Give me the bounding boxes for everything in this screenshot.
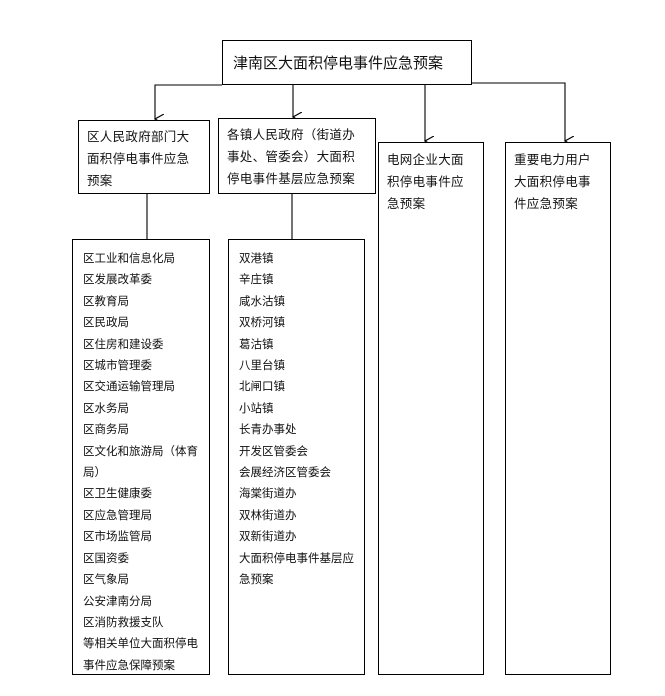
- list-item: 公安津南分局: [83, 593, 152, 608]
- list-item: 区发展改革委: [83, 272, 152, 287]
- list-item: 区教育局: [83, 293, 129, 308]
- dept-list: 区工业和信息化局区发展改革委区教育局区民政局区住房和建设委区城市管理委区交通运输…: [72, 239, 210, 675]
- branch-grid-plan: 电网企业大面积停电事件应急预案: [378, 142, 484, 675]
- branch-town-plan: 各镇人民政府（街道办事处、管委会）大面积停电事件基层应急预案: [218, 118, 376, 194]
- list-item: 区市场监管局: [83, 529, 152, 544]
- list-item: 区国资委: [83, 550, 129, 565]
- list-item: 区气象局: [83, 572, 129, 587]
- list-item: 区应急管理局: [83, 507, 152, 522]
- branch-power-user-plan: 重要电力用户大面积停电事件应急预案: [505, 142, 611, 675]
- list-item: 区城市管理委: [83, 358, 152, 373]
- list-item: 小站镇: [239, 400, 274, 415]
- list-item: 区商务局: [83, 422, 129, 437]
- list-item: 北闸口镇: [239, 379, 285, 394]
- diagram-title: 津南区大面积停电事件应急预案: [222, 40, 472, 85]
- list-item: 会展经济区管委会: [239, 465, 331, 480]
- list-item: 海棠街道办: [239, 486, 297, 501]
- list-item: 大面积停电事件基层应急预案: [239, 550, 354, 587]
- branch-dept-plan: 区人民政府部门大面积停电事件应急预案: [78, 120, 210, 194]
- town-list: 双港镇辛庄镇咸水沽镇双桥河镇葛沽镇八里台镇北闸口镇小站镇长青办事处开发区管委会会…: [228, 239, 365, 675]
- list-item: 双桥河镇: [239, 315, 285, 330]
- list-item: 区水务局: [83, 400, 129, 415]
- list-item: 开发区管委会: [239, 443, 308, 458]
- list-item: 区民政局: [83, 315, 129, 330]
- list-item: 双新街道办: [239, 529, 297, 544]
- list-item: 区卫生健康委: [83, 486, 152, 501]
- list-item: 八里台镇: [239, 358, 285, 373]
- list-item: 辛庄镇: [239, 272, 274, 287]
- list-item: 区交通运输管理局: [83, 379, 175, 394]
- list-item: 区文化和旅游局（体育局）: [83, 443, 198, 480]
- list-item: 咸水沽镇: [239, 293, 285, 308]
- list-item: 区工业和信息化局: [83, 251, 175, 265]
- list-item: 等相关单位大面积停电事件应急保障预案: [83, 636, 198, 672]
- list-item: 区住房和建设委: [83, 336, 164, 351]
- connector-left: [155, 84, 222, 119]
- connector-right: [472, 82, 565, 141]
- list-item: 双港镇: [239, 251, 274, 265]
- list-item: 长青办事处: [239, 422, 297, 437]
- list-item: 区消防救援支队: [83, 614, 164, 629]
- list-item: 双林街道办: [239, 507, 297, 522]
- list-item: 葛沽镇: [239, 336, 274, 351]
